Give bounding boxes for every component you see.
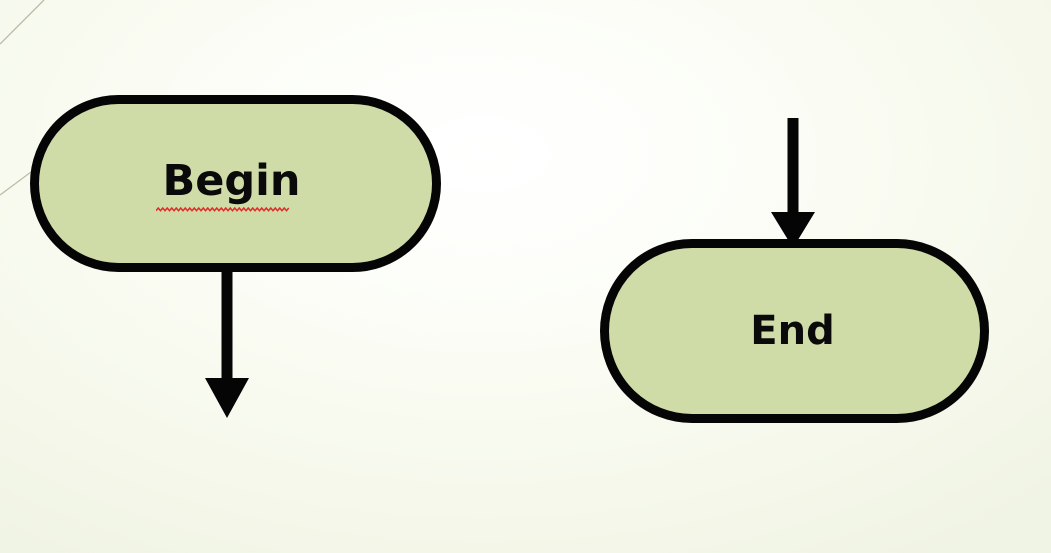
spellcheck-squiggle-icon: [156, 207, 290, 212]
connector-end-in[interactable]: [753, 112, 835, 258]
decorative-line-upper: [0, 0, 45, 45]
flowchart-node-end-label: End: [750, 308, 835, 354]
flowchart-node-begin-label: Begin: [156, 160, 301, 212]
flowchart-node-end[interactable]: End: [600, 239, 989, 423]
flowchart-node-begin[interactable]: Begin: [30, 95, 441, 272]
connector-begin-out-arrowhead: [205, 378, 249, 418]
connector-begin-out[interactable]: [186, 260, 268, 428]
